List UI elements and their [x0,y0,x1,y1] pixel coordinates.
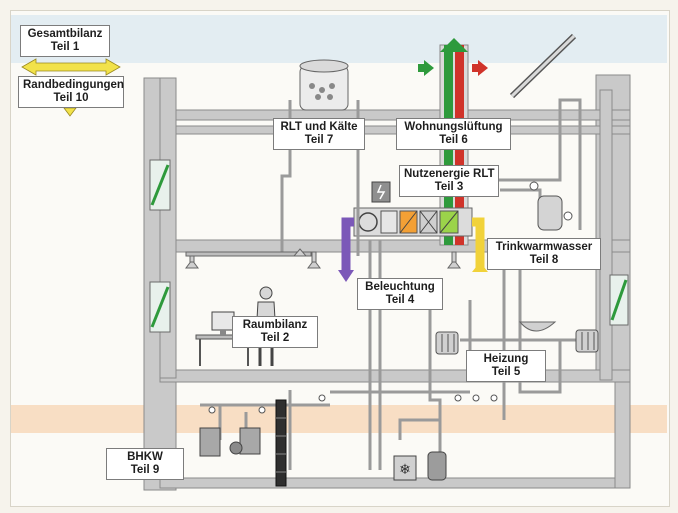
label-wohnungslueftung-title: Wohnungslüftung [401,121,506,134]
label-trinkwarmwasser-title: Trinkwarmwasser [492,241,596,254]
label-gesamtbilanz: Gesamtbilanz Teil 1 [20,25,110,57]
svg-text:❄: ❄ [399,462,411,478]
label-beleuchtung-title: Beleuchtung [362,281,438,294]
label-heizung-title: Heizung [471,353,541,366]
label-rlt-kaelte-part: Teil 7 [278,134,360,147]
label-nutzenergie-rlt-part: Teil 3 [404,181,494,194]
hot-water-tank [538,196,562,230]
label-beleuchtung-part: Teil 4 [362,294,438,307]
label-randbedingungen-part: Teil 10 [23,92,119,105]
label-wohnungslueftung: Wohnungslüftung Teil 6 [396,118,511,150]
label-bhkw-part: Teil 9 [111,464,179,477]
label-raumbilanz-part: Teil 2 [237,332,313,345]
inner-right-pillar [600,90,612,380]
inner-left-pillar [160,78,176,378]
label-nutzenergie-rlt: Nutzenergie RLT Teil 3 [399,165,499,197]
label-gesamtbilanz-title: Gesamtbilanz [25,28,105,41]
washbasin [520,322,555,331]
label-randbedingungen: Randbedingungen Teil 10 [18,76,124,108]
label-heizung: Heizung Teil 5 [466,350,546,382]
window-right [610,275,628,325]
label-raumbilanz: Raumbilanz Teil 2 [232,316,318,348]
label-nutzenergie-rlt-title: Nutzenergie RLT [404,168,494,181]
label-bhkw: BHKW Teil 9 [106,448,184,480]
label-beleuchtung: Beleuchtung Teil 4 [357,278,443,310]
label-rlt-kaelte-title: RLT und Kälte [278,121,360,134]
label-rlt-kaelte: RLT und Kälte Teil 7 [273,118,365,150]
label-heizung-part: Teil 5 [471,366,541,379]
label-trinkwarmwasser: Trinkwarmwasser Teil 8 [487,238,601,270]
label-randbedingungen-title: Randbedingungen [23,79,119,92]
pump-icon [564,212,572,220]
cooling-tower [300,60,348,110]
label-wohnungslueftung-part: Teil 6 [401,134,506,147]
ground-band [11,405,667,433]
basement-right-wall [615,382,630,488]
label-bhkw-title: BHKW [111,451,179,464]
label-gesamtbilanz-part: Teil 1 [25,41,105,54]
label-trinkwarmwasser-part: Teil 8 [492,254,596,267]
label-raumbilanz-title: Raumbilanz [237,319,313,332]
pump-icon [530,182,538,190]
